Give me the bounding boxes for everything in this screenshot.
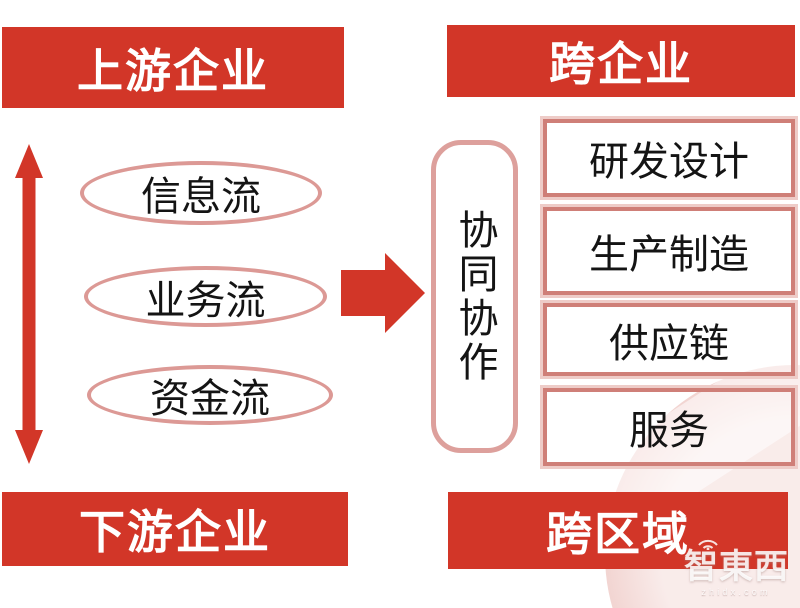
capability-box-manufacturing: 生产制造 [543, 207, 795, 295]
collaboration-pill: 协同协作 [431, 140, 518, 453]
right-arrow-icon [341, 252, 426, 334]
capability-box-supply-chain: 供应链 [543, 303, 795, 376]
flow-ellipse-capital: 资金流 [87, 365, 333, 425]
banner-cross-enterprise: 跨企业 [447, 25, 795, 97]
capability-box-service: 服务 [543, 388, 795, 466]
banner-downstream-enterprise: 下游企业 [2, 492, 348, 566]
banner-upstream-enterprise: 上游企业 [2, 27, 344, 108]
collaboration-label: 协同协作 [452, 208, 497, 385]
banner-cross-region: 跨区域 [448, 492, 788, 569]
flow-ellipse-business: 业务流 [84, 266, 327, 327]
flow-ellipse-information: 信息流 [80, 161, 322, 225]
watermark-url-text: zhidx.com [701, 587, 771, 597]
vertical-double-arrow-icon [14, 144, 44, 464]
capability-box-rd-design: 研发设计 [543, 119, 795, 197]
